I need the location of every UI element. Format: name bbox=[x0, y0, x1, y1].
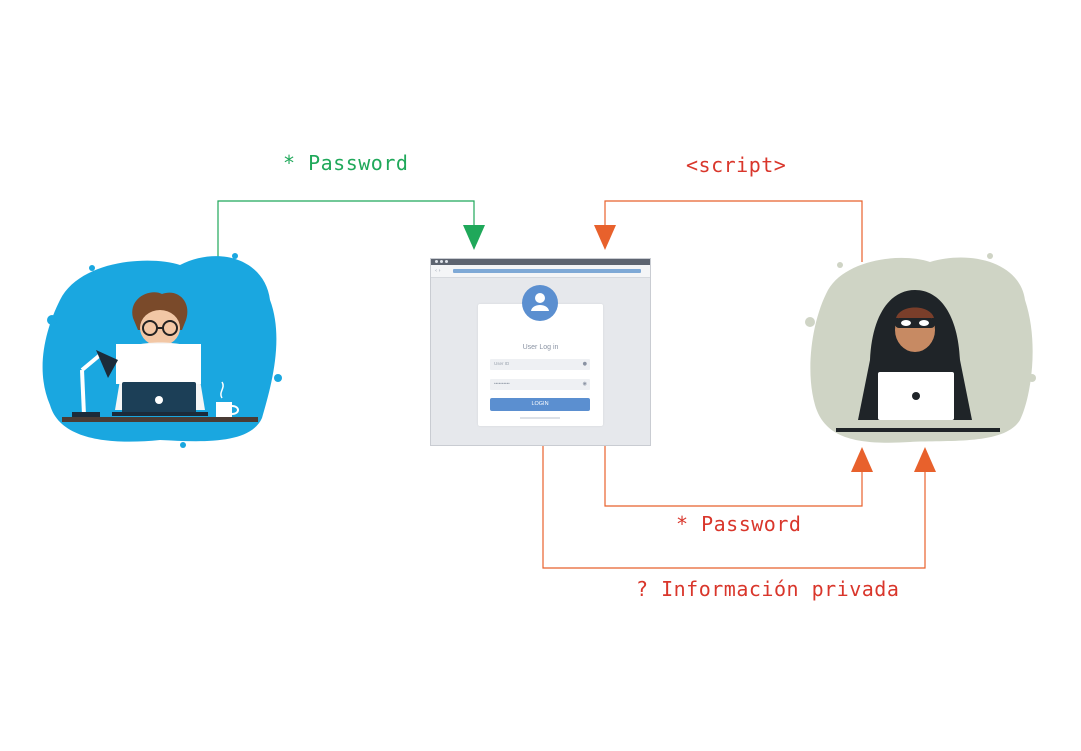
person-icon: ● bbox=[582, 361, 587, 367]
script-label: <script> bbox=[686, 153, 787, 177]
hacker-illustration bbox=[805, 253, 1036, 443]
eye-icon: ◉ bbox=[582, 381, 587, 387]
login-private-arrowhead bbox=[914, 447, 936, 472]
login-password-to-hacker-line bbox=[604, 446, 863, 507]
user-illustration bbox=[42, 253, 282, 448]
user-to-login-line bbox=[217, 200, 475, 262]
login-title: User Log in bbox=[522, 344, 559, 351]
login-password-arrowhead bbox=[851, 447, 873, 472]
user-password-label: * Password bbox=[283, 151, 409, 175]
nav-arrows-icon: ‹ › bbox=[435, 268, 441, 274]
forgot-link-placeholder bbox=[520, 417, 560, 419]
window-titlebar bbox=[431, 259, 650, 265]
url-field bbox=[453, 269, 641, 273]
window-controls bbox=[435, 260, 448, 263]
hacker-script-line bbox=[604, 200, 863, 262]
address-bar: ‹ › bbox=[431, 265, 650, 278]
user-to-login-arrowhead bbox=[463, 225, 485, 250]
user-id-field[interactable]: User ID ● bbox=[490, 359, 590, 370]
user-id-placeholder: User ID bbox=[494, 361, 510, 366]
private-info-label: ? Información privada bbox=[636, 577, 900, 601]
stolen-password-label: * Password bbox=[676, 512, 802, 536]
login-private-to-hacker-line bbox=[542, 446, 926, 569]
login-card: User Log in User ID ● •••••••••• ◉ LOGIN bbox=[478, 304, 603, 426]
login-window: ‹ › User Log in User ID ● •••••••••• ◉ L… bbox=[430, 258, 651, 446]
hacker-script-arrowhead bbox=[594, 225, 616, 250]
password-field[interactable]: •••••••••• ◉ bbox=[490, 379, 590, 390]
login-button[interactable]: LOGIN bbox=[490, 398, 590, 411]
password-placeholder: •••••••••• bbox=[494, 381, 510, 386]
